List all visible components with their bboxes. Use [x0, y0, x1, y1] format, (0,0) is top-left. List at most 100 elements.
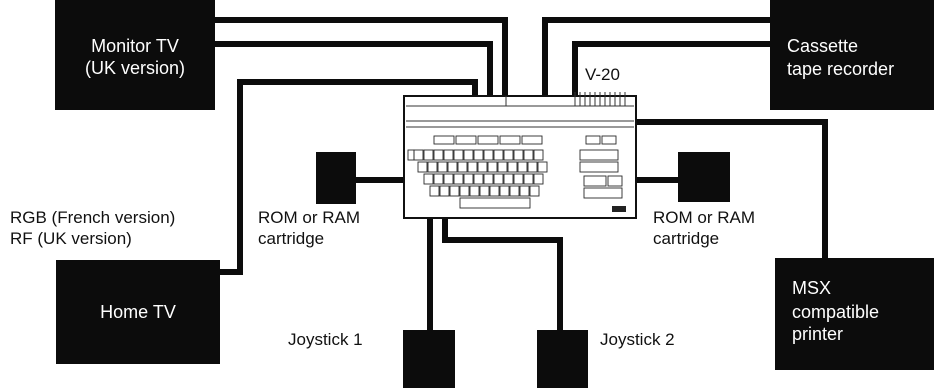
rom-left-label-1: ROM or RAM — [258, 208, 360, 227]
keyboard-key — [483, 149, 494, 161]
joystick2-cable — [442, 218, 563, 330]
monitor-cable-2 — [215, 41, 493, 100]
keyboard-key — [449, 185, 460, 197]
computer-model-label: V-20 — [585, 65, 620, 84]
keyboard-key — [463, 149, 474, 161]
printer-label-2: compatible — [792, 302, 879, 322]
cassette-sublabel: tape recorder — [787, 59, 894, 79]
joystick1-label: Joystick 1 — [288, 330, 363, 349]
keyboard-key — [521, 135, 543, 145]
keyboard-key — [439, 185, 450, 197]
keyboard-key — [453, 173, 464, 185]
keyboard-key — [429, 185, 440, 197]
home-tv-label: Home TV — [100, 302, 176, 322]
keyboard-key — [463, 173, 474, 185]
monitor-tv-label: Monitor TV — [91, 36, 179, 56]
keyboard-key — [437, 161, 448, 173]
keyboard-key — [533, 173, 544, 185]
keyboard-key — [503, 173, 514, 185]
keyboard-key — [453, 149, 464, 161]
keyboard-key — [533, 149, 544, 161]
cassette-cable-2 — [572, 41, 770, 100]
keyboard-key — [583, 187, 623, 199]
keyboard-key — [509, 185, 520, 197]
keyboard-key — [517, 161, 528, 173]
keyboard-key — [457, 161, 468, 173]
keyboard-key — [469, 185, 480, 197]
keyboard-key — [493, 149, 504, 161]
rom-cartridge-left — [316, 152, 356, 204]
keyboard-key — [499, 185, 510, 197]
keyboard-key — [537, 161, 548, 173]
home-tv-box — [56, 260, 220, 364]
keyboard-key — [467, 161, 478, 173]
keyboard-key — [423, 149, 434, 161]
power-led — [612, 206, 626, 212]
monitor-cable-1 — [215, 17, 508, 100]
keyboard-key — [427, 161, 438, 173]
keyboard-key — [503, 149, 514, 161]
keyboard-key — [417, 161, 428, 173]
joystick-1 — [403, 330, 455, 388]
keyboard-key — [585, 135, 601, 145]
keyboard-key — [523, 149, 534, 161]
keyboard-key — [433, 135, 455, 145]
cassette-box — [770, 0, 934, 110]
home-tv-cable — [220, 79, 478, 275]
keyboard-key — [513, 173, 524, 185]
keyboard-key — [583, 175, 607, 187]
monitor-tv-box — [55, 0, 215, 110]
printer-box — [775, 258, 934, 370]
keyboard — [407, 135, 623, 209]
rom-right-label-2: cartridge — [653, 229, 719, 248]
keyboard-key — [601, 135, 617, 145]
keyboard-key — [433, 173, 444, 185]
keyboard-key — [455, 135, 477, 145]
keyboard-key — [459, 185, 470, 197]
rgb-label: RGB (French version) — [10, 208, 175, 227]
keyboard-key — [477, 161, 488, 173]
keyboard-key — [579, 149, 619, 161]
rom-right-label-1: ROM or RAM — [653, 208, 755, 227]
keyboard-key — [519, 185, 530, 197]
rom-cartridge-right — [678, 152, 730, 202]
keyboard-key — [473, 173, 484, 185]
keyboard-key — [459, 197, 531, 209]
keyboard-key — [407, 149, 415, 161]
keyboard-key — [489, 185, 500, 197]
vent-grille — [574, 92, 626, 106]
keyboard-key — [513, 149, 524, 161]
keyboard-key — [527, 161, 538, 173]
printer-cable — [636, 119, 828, 258]
keyboard-key — [477, 135, 499, 145]
monitor-tv-sublabel: (UK version) — [85, 58, 185, 78]
keyboard-key — [447, 161, 458, 173]
keyboard-key — [479, 185, 490, 197]
keyboard-key — [487, 161, 498, 173]
keyboard-key — [443, 173, 454, 185]
joystick2-label: Joystick 2 — [600, 330, 675, 349]
rf-label: RF (UK version) — [10, 229, 132, 248]
keyboard-key — [523, 173, 534, 185]
printer-label-1: MSX — [792, 278, 831, 298]
keyboard-key — [443, 149, 454, 161]
keyboard-key — [497, 161, 508, 173]
keyboard-key — [507, 161, 518, 173]
cassette-cable-1 — [542, 17, 770, 100]
keyboard-key — [433, 149, 444, 161]
joystick-2 — [537, 330, 588, 388]
keyboard-key — [493, 173, 504, 185]
keyboard-key — [473, 149, 484, 161]
keyboard-key — [499, 135, 521, 145]
keyboard-key — [423, 173, 434, 185]
keyboard-key — [529, 185, 540, 197]
v20-computer — [403, 92, 637, 219]
cassette-label: Cassette — [787, 36, 858, 56]
keyboard-key — [483, 173, 494, 185]
keyboard-key — [579, 161, 619, 173]
rom-left-label-2: cartridge — [258, 229, 324, 248]
printer-label-3: printer — [792, 324, 843, 344]
keyboard-key — [607, 175, 623, 187]
computer-body — [403, 95, 637, 219]
